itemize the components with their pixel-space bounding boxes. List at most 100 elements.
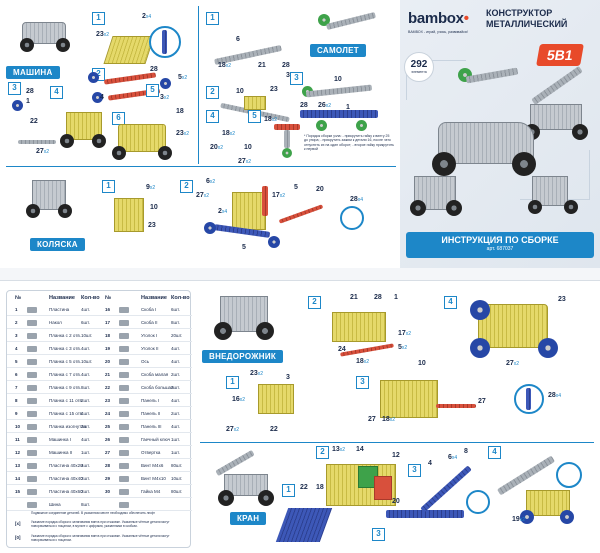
parts-count: 292 [410, 59, 428, 70]
hero-stroller-wheel [528, 200, 542, 214]
table-cell-qty: 20шт. [171, 333, 183, 338]
table-cell-num: 1 [15, 307, 18, 312]
table-cell-name: Ось [141, 359, 150, 364]
table-bracket-2: [0] [15, 535, 21, 540]
table-cell-qty: 4шт. [81, 411, 90, 416]
table-cell-num: 21 [105, 372, 111, 377]
table-cell-qty: 4шт. [81, 463, 90, 468]
parts-label: элемента [411, 70, 427, 74]
part-label: 22 [30, 118, 38, 125]
section-tag-stroller: КОЛЯСКА [30, 238, 85, 251]
part-label: 27x2 [506, 360, 520, 367]
table-cell-name: Гаечный ключ [141, 437, 171, 442]
table-cell-name: Машинка I [49, 437, 71, 442]
table-cell-num: 2 [15, 320, 18, 325]
part-label: 21 [350, 294, 358, 301]
hero-jeep-wheel [410, 200, 426, 216]
table-cell-num: 18 [105, 333, 111, 338]
part-thumbnail-icon [119, 411, 129, 417]
step-4: 4 [488, 446, 501, 459]
table-cell-name: Планка с 2 отв. [49, 333, 82, 338]
models-badge: 5В1 [536, 44, 584, 66]
table-cell-name: Пластина 40х40 [49, 476, 83, 481]
part-label: 28x4 [350, 196, 364, 203]
table-note-2: Указание порядка сборки и затягивания ви… [31, 520, 170, 528]
jeep-step4-wheel [470, 300, 490, 320]
circuit-decor [406, 60, 466, 100]
table-cell-num: 19 [105, 346, 111, 351]
part-thumbnail-icon [119, 359, 129, 365]
part-thumbnail-icon [27, 398, 37, 404]
plane-step2-panel [244, 96, 266, 110]
detail-zoom [340, 206, 364, 230]
hero-crane-wheel [572, 124, 588, 140]
brand-tagline: BAMBOX - играй, учись, развивайся! [408, 30, 468, 34]
part-label: 18x2 [356, 358, 370, 365]
part-label: 24 [338, 346, 346, 353]
detail-zoom [556, 462, 582, 488]
table-cell-name: Планка с 7 отв. [49, 372, 82, 377]
table-cell-qty: 2шт. [171, 385, 180, 390]
part-label: 26x2 [318, 102, 332, 109]
part-label: 6x4 [448, 454, 458, 461]
part-label: 9x2 [146, 184, 156, 191]
table-cell-name: Панель II [141, 411, 161, 416]
plane-step5-part [274, 124, 300, 130]
table-cell-num: 27 [105, 450, 111, 455]
table-cell-qty: 6шт. [81, 320, 90, 325]
part-thumbnail-icon [119, 320, 129, 326]
part-label: 23 [270, 86, 278, 93]
table-cell-qty: 2шт. [171, 372, 180, 377]
table-cell-name: Скоба II [141, 320, 158, 325]
table-cell-name: Скоба малая [141, 372, 169, 377]
part-label: 23x2 [250, 370, 264, 377]
part-label: 8 [464, 448, 468, 455]
part-thumbnail-icon [27, 476, 37, 482]
part-thumbnail-icon [119, 476, 129, 482]
step-2: 2 [206, 86, 219, 99]
part-thumbnail-icon [27, 372, 37, 378]
stroller-step2-seat [232, 192, 266, 230]
instruction-banner: ИНСТРУКЦИЯ ПО СБОРКЕ арт. 687037 [406, 232, 594, 258]
table-cell-num: 22 [105, 385, 111, 390]
table-cell-qty: 1шт. [171, 437, 180, 442]
part-thumbnail-icon [27, 359, 37, 365]
part-label: 18 [316, 484, 324, 491]
crane-step3-base [386, 510, 464, 518]
table-cell-num: 28 [105, 463, 111, 468]
section-tag-plane: САМОЛЕТ [310, 44, 366, 57]
crane-hero-wheel [258, 490, 274, 506]
section-tag-car: МАШИНА [6, 66, 60, 79]
part-label: 28x4 [548, 392, 562, 399]
table-note-3: Указание порядка сборки и затягивания ви… [31, 534, 170, 542]
brand-logo-dot: • [463, 10, 469, 27]
step-1: 1 [206, 12, 219, 25]
crane-step4-wheel [560, 510, 574, 524]
crane-hero-wheel [218, 490, 234, 506]
part-label: 23 [558, 296, 566, 303]
part-thumbnail-icon [27, 437, 37, 443]
table-cell-name: Панель III [141, 424, 162, 429]
part-label: 27x2 [238, 158, 252, 165]
part-label: 23 [148, 222, 156, 229]
table-cell-qty: 2шт. [81, 424, 90, 429]
jeep-hero-wheel [214, 322, 232, 340]
table-cell-qty: 4шт. [81, 372, 90, 377]
part-thumbnail-icon [27, 502, 37, 508]
table-cell-name: Машинка II [49, 450, 73, 455]
table-cell-qty: 1шт. [81, 450, 90, 455]
table-cell-name: Гайка М4 [141, 489, 161, 494]
jeep-step4-wheel [538, 338, 558, 358]
stroller-step2-handle [262, 186, 268, 216]
table-cell-name: Планка с 5 отв. [49, 359, 82, 364]
part-label: 28 [150, 66, 158, 73]
stroller-step1-seat [114, 198, 144, 232]
part-label: 27x2 [36, 148, 50, 155]
